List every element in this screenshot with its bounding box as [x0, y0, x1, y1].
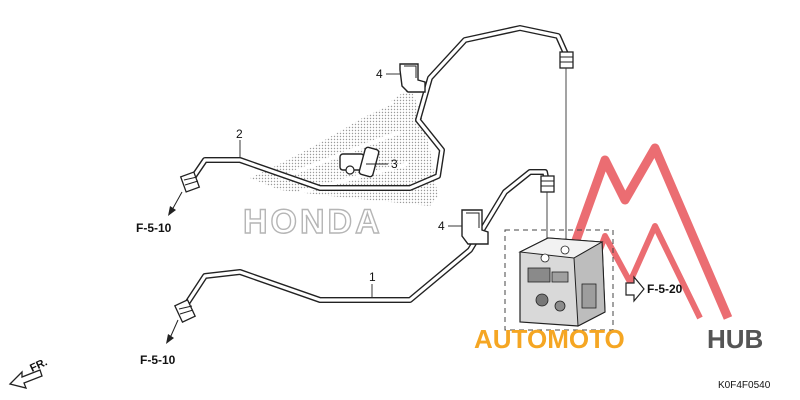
- watermark-text-primary: AUTOMOTO: [474, 324, 625, 354]
- callout-4-lower: 4: [438, 219, 445, 233]
- pipe-fitting-upper-right: [559, 51, 574, 69]
- pipe-clamp-upper: [399, 63, 426, 93]
- watermark-text-secondary: HUB: [707, 324, 763, 354]
- pipe-clamp-lower: [461, 209, 489, 245]
- ref-label-right[interactable]: F-5-20: [647, 282, 683, 296]
- callout-4-upper: 4: [376, 67, 383, 81]
- front-direction-label: FR.: [28, 356, 49, 374]
- ref-label-top-left[interactable]: F-5-10: [136, 221, 172, 235]
- honda-logo-text: HONDA: [243, 203, 383, 241]
- brake-pipe-upper: [187, 25, 569, 191]
- brake-pipe-lower: [181, 169, 550, 311]
- honda-wing-logo: [250, 88, 438, 206]
- ref-arrow-right: [625, 275, 645, 303]
- callout-2: 2: [236, 127, 243, 141]
- pipe-fitting-lower-left: [173, 299, 197, 323]
- callout-1: 1: [369, 270, 376, 284]
- pipe-fitting-upper-left: [179, 171, 201, 193]
- ref-arrow-bottom-left: [166, 319, 179, 344]
- abs-modulator-unit: [504, 229, 614, 331]
- pipe-fitting-lower-right: [540, 175, 555, 193]
- ref-label-bottom-left[interactable]: F-5-10: [140, 353, 176, 367]
- assembly-guide-lines: [546, 68, 567, 250]
- ref-arrow-top-left: [168, 191, 183, 216]
- pipe-clip: [339, 146, 380, 178]
- callout-3: 3: [391, 157, 398, 171]
- front-direction-arrow: [8, 369, 43, 389]
- watermark-text: AUTOMOTO HUB: [474, 324, 763, 354]
- diagram-code: K0F4F0540: [718, 380, 771, 391]
- callout-leaders: [239, 73, 462, 298]
